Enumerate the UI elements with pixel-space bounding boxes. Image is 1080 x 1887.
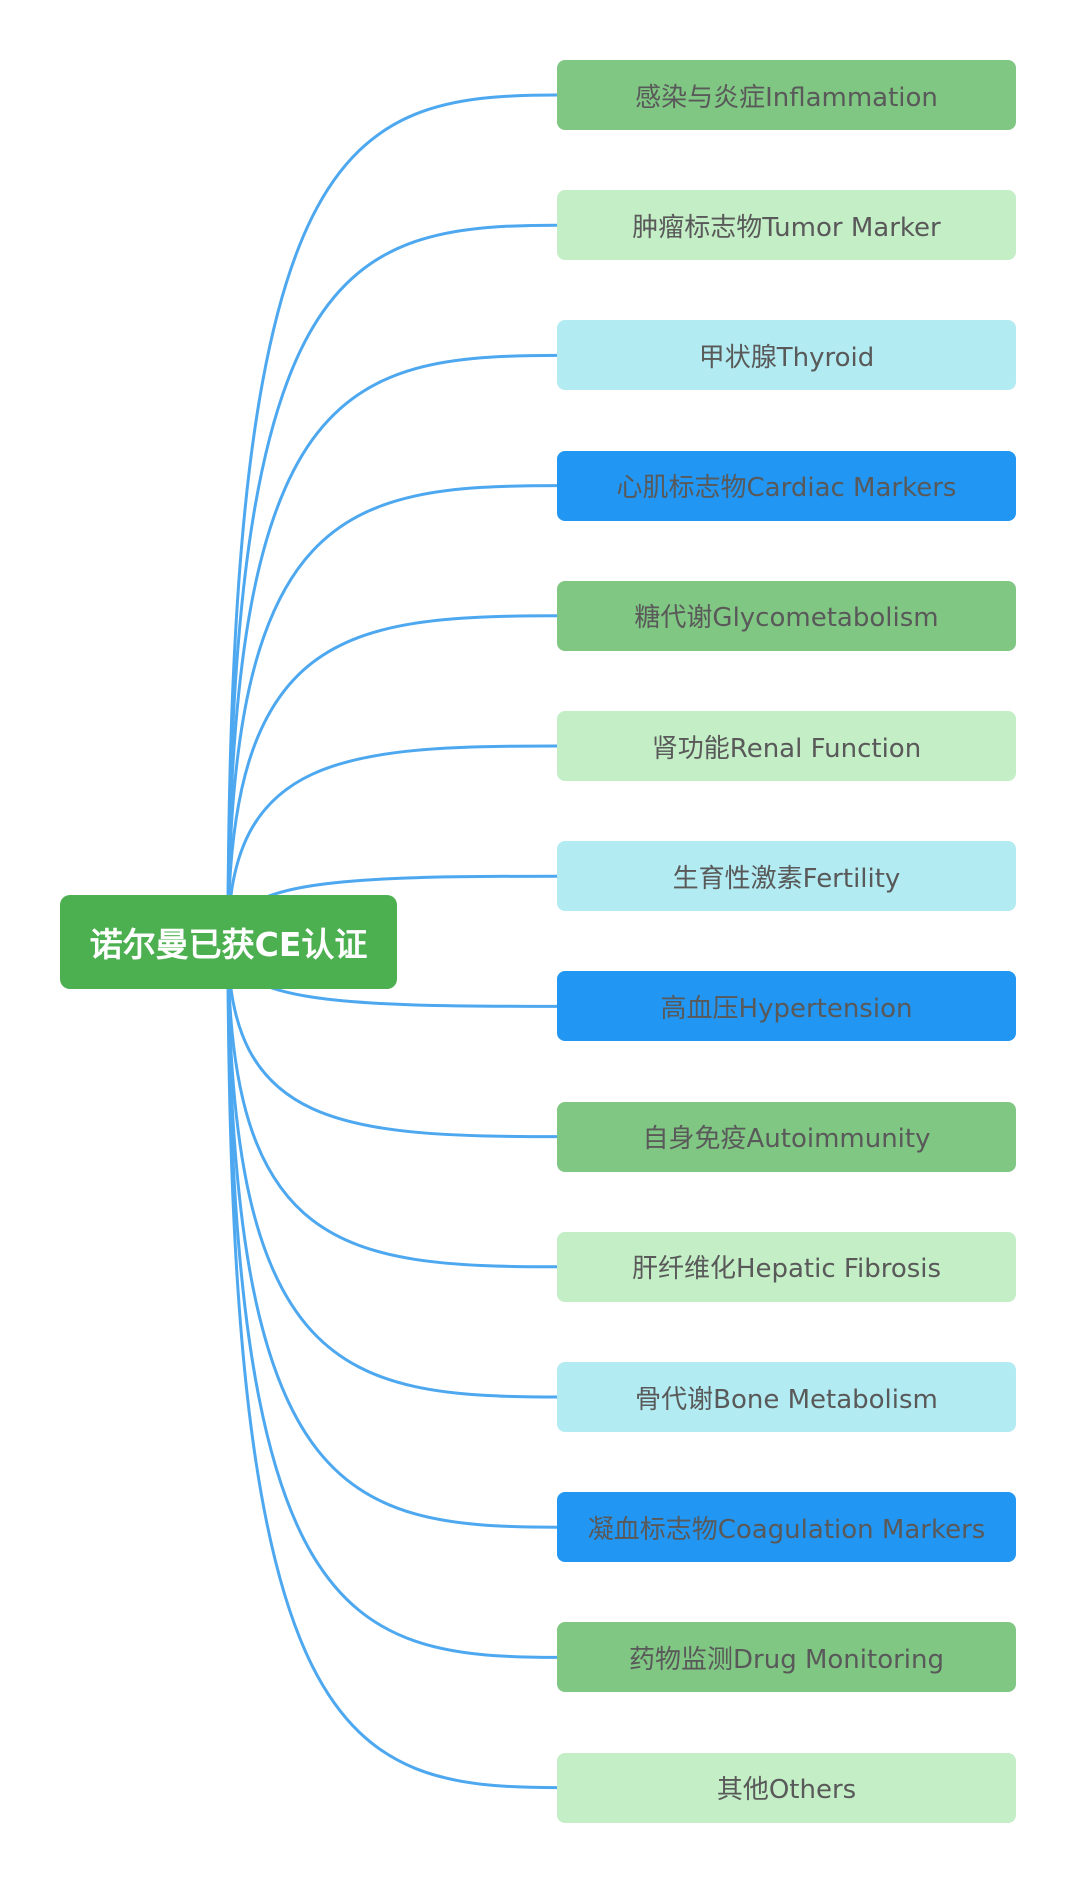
branch-label: 糖代谢Glycometabolism [634,603,939,634]
branch-label: 生育性激素Fertility [672,863,901,894]
branch-label: 心肌标志物Cardiac Markers [616,473,957,504]
branch-label: 肿瘤标志物Tumor Marker [632,212,941,243]
branch-label: 凝血标志物Coagulation Markers [587,1514,986,1545]
connector-line-13 [226,941,558,1790]
branch-bone-metabolism[interactable]: 骨代谢Bone Metabolism [557,1362,1016,1432]
connector-line-12 [226,941,558,1659]
branch-renal-function[interactable]: 肾功能Renal Function [557,711,1016,781]
branch-others[interactable]: 其他Others [557,1752,1016,1823]
branch-tumor-marker[interactable]: 肿瘤标志物Tumor Marker [557,190,1016,261]
root-node[interactable]: 诺尔曼已获CE认证 [60,895,397,989]
branch-hepatic-fibrosis[interactable]: 肝纤维化Hepatic Fibrosis [557,1231,1016,1302]
branch-hypertension[interactable]: 高血压Hypertension [557,971,1016,1042]
branch-label: 骨代谢Bone Metabolism [635,1384,938,1415]
connector-line-1 [226,223,558,943]
connector-line-11 [226,941,558,1529]
branch-label: 自身免疫Autoimmunity [642,1124,931,1155]
branch-label: 甲状腺Thyroid [698,342,875,373]
branch-coagulation-markers[interactable]: 凝血标志物Coagulation Markers [557,1492,1016,1563]
root-label: 诺尔曼已获CE认证 [89,925,368,964]
branch-thyroid[interactable]: 甲状腺Thyroid [557,320,1016,391]
branch-glycometabolism[interactable]: 糖代谢Glycometabolism [557,580,1016,651]
branch-drug-monitoring[interactable]: 药物监测Drug Monitoring [557,1622,1016,1693]
branch-autoimmunity[interactable]: 自身免疫Autoimmunity [557,1101,1016,1172]
branch-cardiac-markers[interactable]: 心肌标志物Cardiac Markers [557,450,1016,521]
branch-label: 肝纤维化Hepatic Fibrosis [631,1254,942,1285]
connector-line-9 [226,941,558,1269]
branch-label: 高血压Hypertension [660,993,913,1024]
connector-line-2 [226,353,558,943]
connector-line-10 [226,941,558,1399]
branch-label: 其他Others [716,1775,857,1806]
connector-line-0 [226,93,558,943]
connector-line-3 [226,484,558,943]
connector-line-4 [226,614,558,943]
connector-line-8 [226,941,558,1139]
branch-fertility[interactable]: 生育性激素Fertility [557,841,1016,912]
branch-inflammation[interactable]: 感染与炎症Inflammation [557,60,1016,130]
connector-line-5 [226,744,558,943]
branch-label: 肾功能Renal Function [651,733,922,764]
branch-label: 药物监测Drug Monitoring [629,1644,944,1675]
branch-label: 感染与炎症Inflammation [635,82,938,113]
